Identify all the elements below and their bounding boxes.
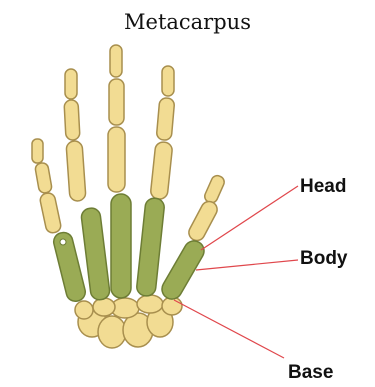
- base-leader-line: [174, 300, 284, 358]
- metacarpal-bones: [52, 194, 208, 303]
- middle-finger-phalanges: [108, 45, 125, 192]
- little-finger-phalanges: [32, 139, 62, 234]
- carpal-bones: [75, 295, 182, 348]
- thumb-phalanges: [186, 174, 226, 244]
- body-leader-line: [196, 260, 298, 270]
- body-label: Body: [300, 248, 348, 270]
- index-finger-phalanges: [150, 66, 175, 200]
- head-label: Head: [300, 176, 346, 198]
- base-label: Base: [288, 362, 333, 384]
- ring-finger-phalanges: [64, 69, 86, 201]
